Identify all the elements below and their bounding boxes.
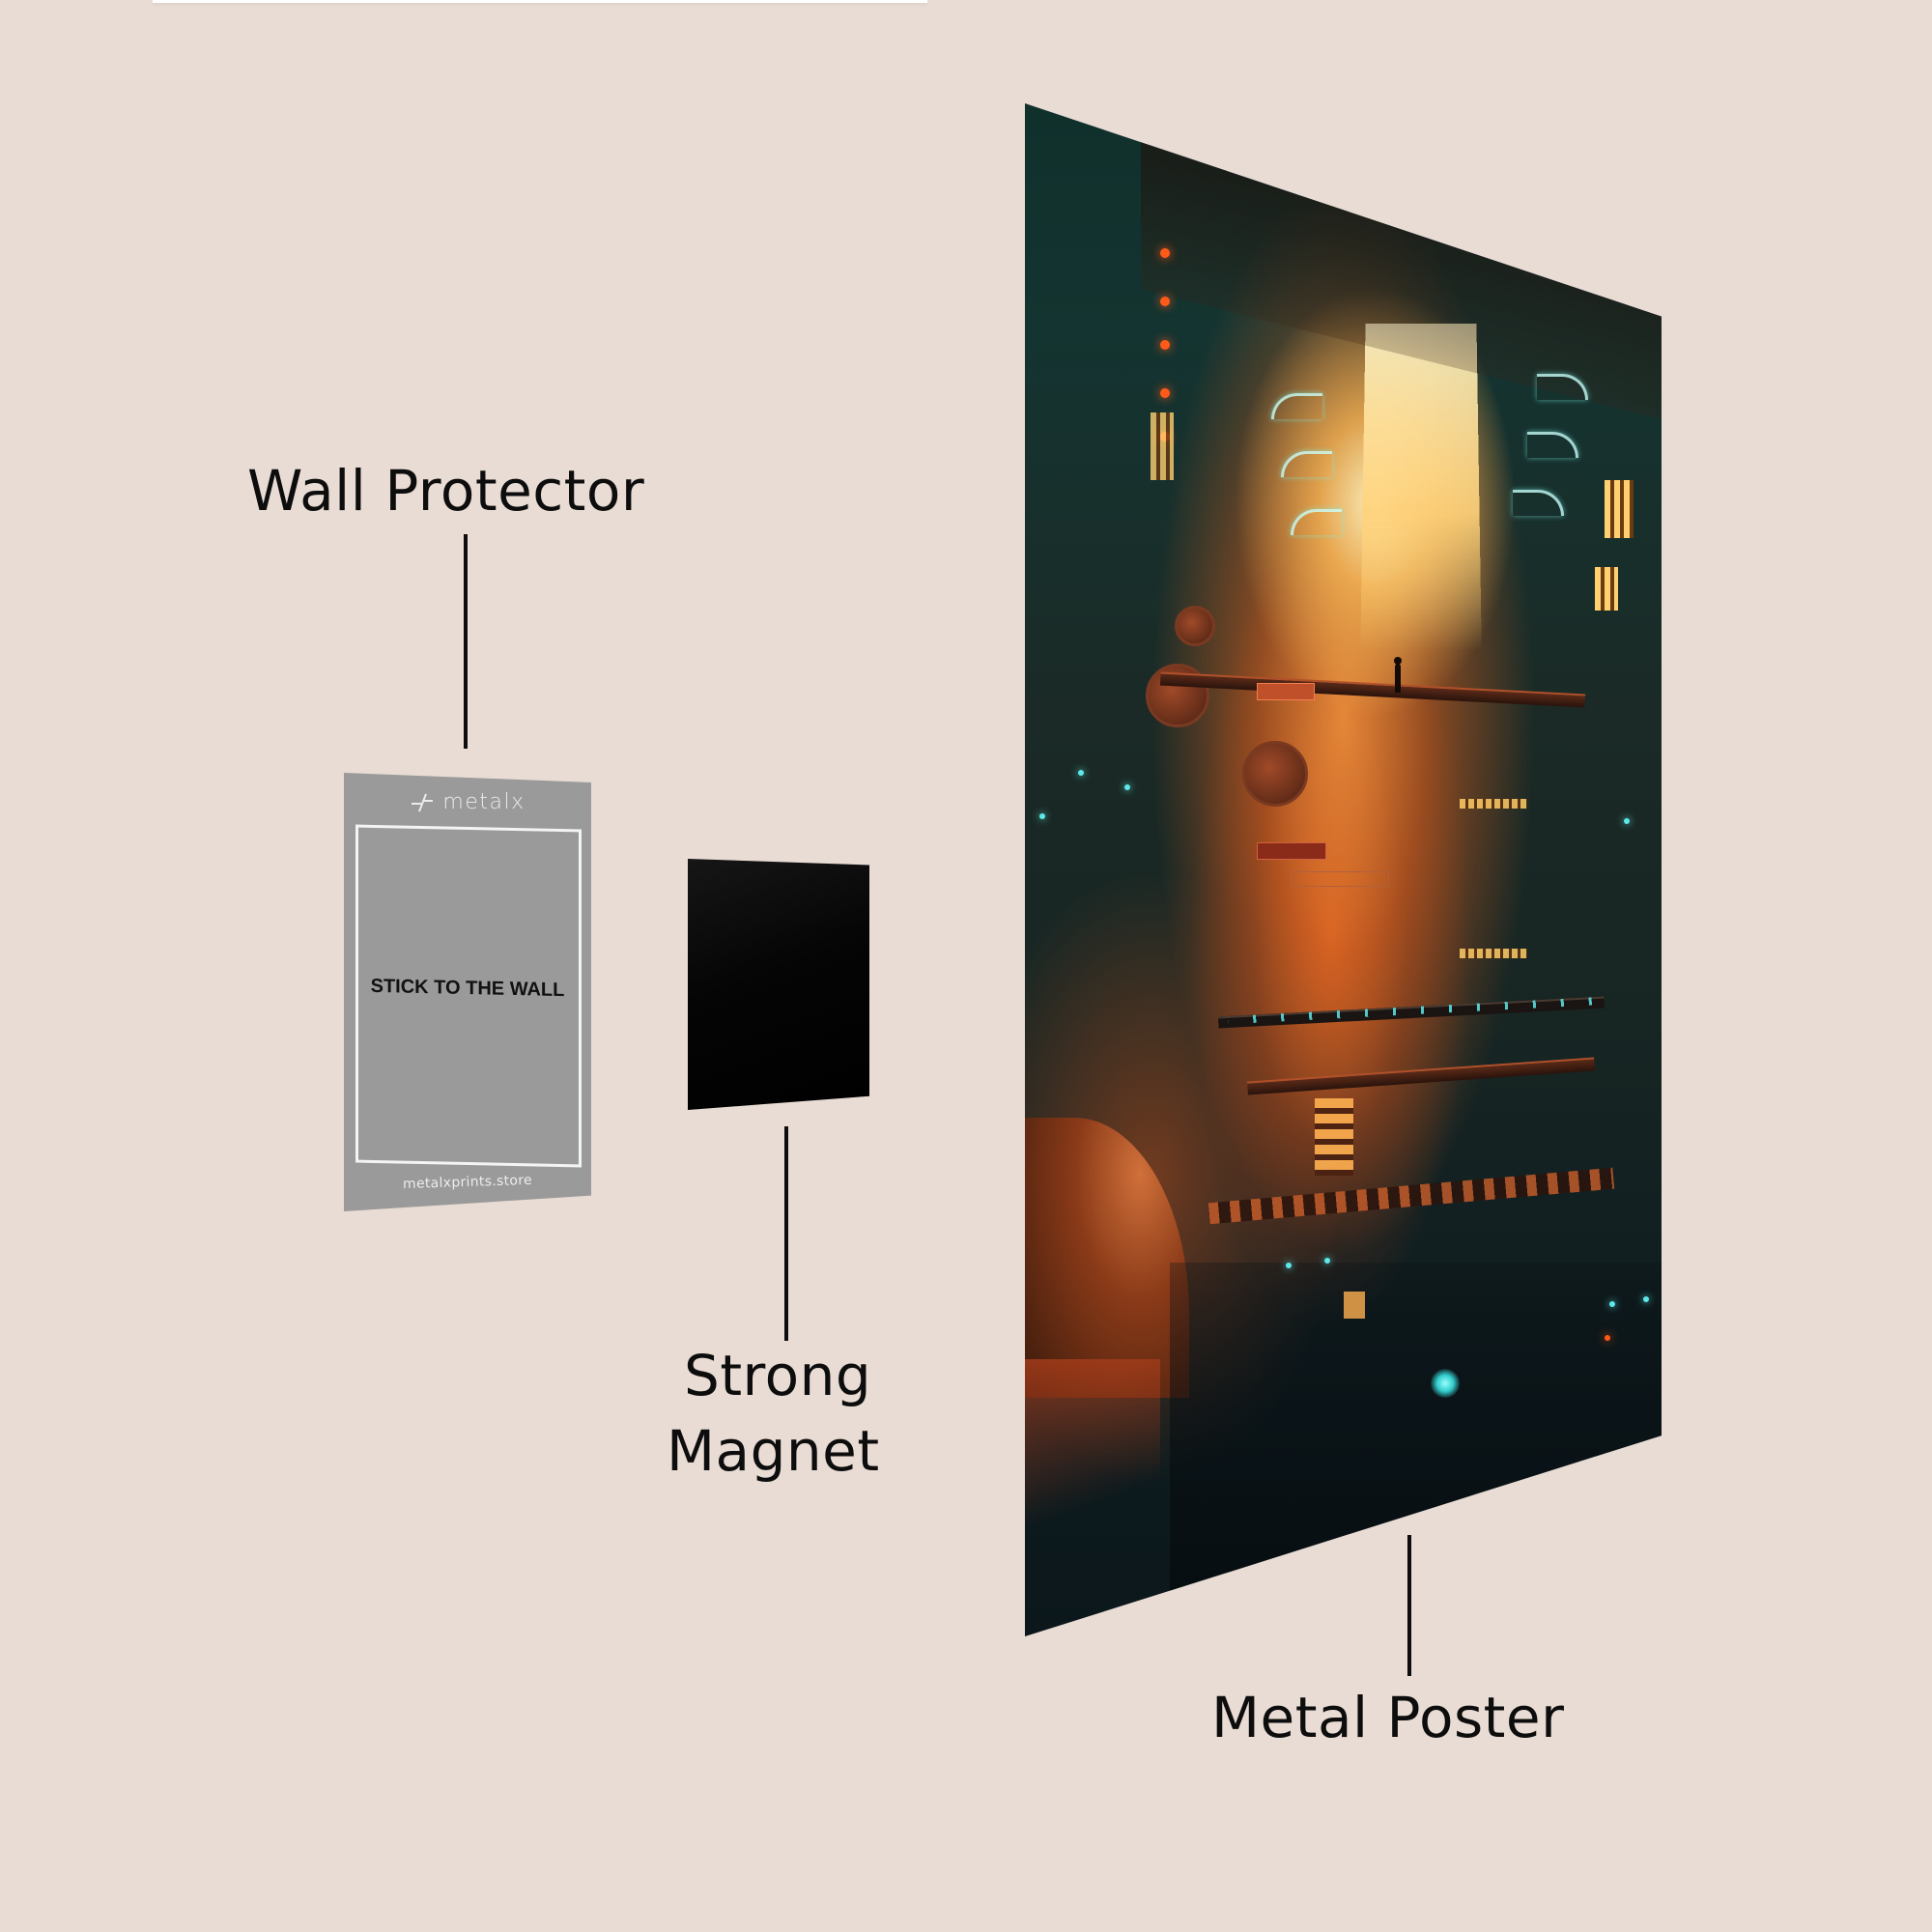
cyan-light [1324,1258,1330,1264]
store-url: metalxprints.store [402,1172,533,1193]
bridge-sign [1257,683,1315,700]
red-lantern [1160,248,1170,258]
round-sign [1242,741,1308,807]
cyan-light [1039,813,1045,819]
metal-poster-label: Metal Poster [1211,1685,1565,1750]
lit-window-band [1460,949,1527,958]
round-sign [1175,606,1215,646]
tiled-dome-roof [1025,1118,1189,1398]
cyan-light [1609,1301,1615,1307]
shop-sign [1257,842,1326,860]
shop-sign [1291,871,1389,887]
lit-windows-lower [1315,1098,1353,1176]
metal-poster-artwork [1025,103,1662,1636]
red-lantern [1160,388,1170,398]
neon-arc-light [1291,509,1342,535]
cyan-light [1124,784,1130,790]
brand-name: metalx [442,790,526,814]
metal-poster-connector-line [1407,1535,1411,1676]
standing-figure [1394,657,1402,693]
cyan-light [1078,770,1084,776]
neon-arc-light [1513,490,1564,516]
red-light [1605,1335,1610,1341]
strong-magnet-label-line1: Strong [684,1343,872,1408]
wall-protector-connector-line [464,534,468,749]
rail-track [1208,1167,1615,1225]
wall-protector-label: Wall Protector [247,458,645,524]
orange-roof-edge [1025,1359,1160,1552]
strong-magnet-label-line2: Magnet [667,1418,880,1484]
top-edge-strip [153,0,927,3]
lower-bridge [1246,1057,1596,1095]
upper-bridge [1159,671,1586,708]
strong-magnet-plate [688,859,869,1110]
cyan-neon-sign [1431,1369,1460,1398]
strong-magnet-connector-line [784,1126,788,1341]
cyan-light [1624,818,1630,824]
lit-window-small [1344,1292,1365,1319]
neon-arc-light [1271,393,1322,419]
wall-protector-card: metalx STICK TO THE WALL metalxprints.st… [344,773,591,1211]
lit-windows [1595,567,1618,611]
lit-windows [1151,412,1174,480]
lit-window-band [1460,799,1527,809]
cyan-light [1286,1263,1292,1268]
metalx-logo-icon [412,793,434,811]
red-lantern [1160,297,1170,306]
neon-arc-light [1527,432,1578,458]
red-lantern [1160,340,1170,350]
metalx-logo: metalx [344,790,591,814]
lit-windows [1605,480,1634,538]
light-shaft [1360,324,1482,651]
cyan-light [1643,1296,1649,1302]
dark-lower-buildings [1170,1263,1662,1636]
neon-arc-light [1281,451,1332,477]
